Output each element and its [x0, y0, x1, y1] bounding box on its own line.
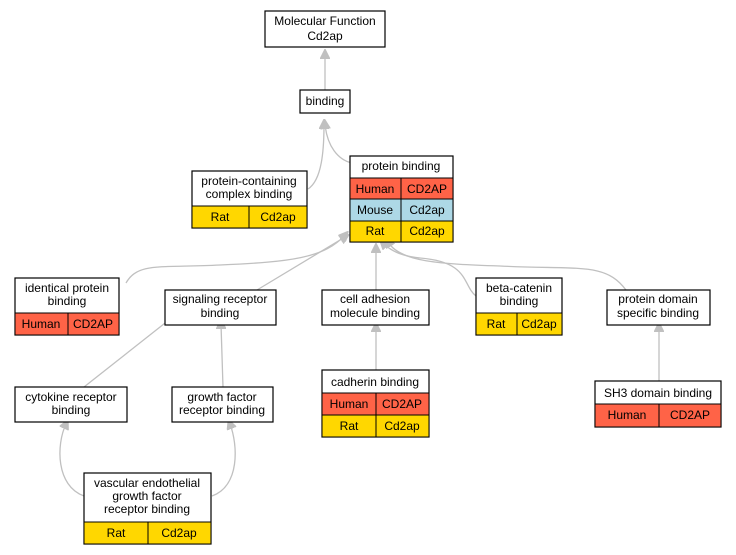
edge-vegf-to-gfrb — [211, 424, 235, 497]
node-cadherin-binding[interactable]: cadherin binding Human CD2AP Rat Cd2ap — [321, 369, 430, 438]
gene-cell — [516, 312, 563, 336]
edges — [59, 54, 659, 497]
node-identical-protein-binding[interactable]: identical protein binding Human CD2AP — [14, 277, 120, 336]
node-label-line: Molecular Function — [274, 14, 375, 28]
node-label-line: protein domain — [618, 292, 697, 306]
node-label-line: protein binding — [362, 159, 441, 173]
gene-cell — [658, 403, 722, 428]
edge-gfrb-to-srb — [221, 324, 223, 388]
node-label-line: SH3 domain binding — [604, 386, 712, 400]
node-cell-adhesion-molecule-binding[interactable]: cell adhesion molecule binding — [321, 289, 430, 326]
gene-cell — [67, 312, 120, 336]
species-label: Human — [608, 408, 647, 422]
gene-label: Cd2ap — [161, 526, 197, 540]
species-label: Rat — [211, 210, 230, 224]
node-protein-containing-complex-binding[interactable]: protein-containing complex binding Rat C… — [191, 170, 308, 229]
edge-ipb-to-pb — [125, 235, 345, 284]
node-molecular-function[interactable]: Molecular Function Cd2ap — [264, 10, 386, 48]
species-label: Human — [356, 182, 395, 196]
node-label-line: receptor binding — [104, 502, 190, 516]
edge-vegf-to-crb — [59, 424, 85, 497]
node-label-line: signaling receptor — [173, 292, 268, 306]
gene-label: Cd2ap — [409, 224, 445, 238]
gene-label: CD2AP — [407, 182, 447, 196]
node-label-line: Cd2ap — [307, 29, 343, 43]
node-label-line: binding — [201, 306, 240, 320]
node-label-line: specific binding — [617, 306, 699, 320]
species-label: Mouse — [357, 203, 393, 217]
gene-label: Cd2ap — [521, 317, 557, 331]
gene-cell — [248, 205, 308, 229]
gene-label: CD2AP — [382, 397, 422, 411]
node-label-line: binding — [52, 403, 91, 417]
node-label-line: beta-catenin — [486, 281, 552, 295]
node-label-line: vascular endothelial — [94, 476, 200, 490]
node-label-line: identical protein — [25, 281, 109, 295]
species-label: Human — [330, 397, 369, 411]
node-signaling-receptor-binding[interactable]: signaling receptor binding — [164, 289, 277, 326]
node-label-line: molecule binding — [330, 306, 420, 320]
node-label-line: protein-containing — [201, 174, 296, 188]
edge-pdsb-to-pb — [388, 242, 627, 291]
node-label-line: binding — [306, 94, 345, 108]
edge-pb-to-binding — [325, 124, 353, 164]
node-cytokine-receptor-binding[interactable]: cytokine receptor binding — [14, 386, 128, 423]
node-label-line: cytokine receptor — [25, 390, 116, 404]
node-protein-binding[interactable]: protein binding Human CD2AP Mouse Cd2ap … — [349, 155, 454, 243]
species-label: Rat — [107, 526, 126, 540]
gene-cell — [147, 521, 212, 545]
node-label-line: growth factor — [187, 390, 256, 404]
node-label-line: growth factor — [112, 489, 181, 503]
node-label-line: binding — [48, 294, 87, 308]
node-label-line: receptor binding — [179, 403, 265, 417]
gene-label: CD2AP — [670, 408, 710, 422]
gene-label: Cd2ap — [409, 203, 445, 217]
gene-label: Cd2ap — [260, 210, 296, 224]
edge-srb-to-pb — [256, 237, 345, 291]
species-label: Human — [22, 317, 61, 331]
node-label-line: cadherin binding — [331, 375, 419, 389]
node-protein-domain-specific-binding[interactable]: protein domain specific binding — [606, 289, 711, 326]
node-growth-factor-receptor-binding[interactable]: growth factor receptor binding — [171, 386, 274, 423]
node-vegf-receptor-binding[interactable]: vascular endothelial growth factor recep… — [83, 472, 212, 545]
species-label: Rat — [366, 224, 385, 238]
gene-cell — [375, 414, 430, 438]
node-label-line: complex binding — [206, 187, 293, 201]
species-label: Rat — [340, 419, 359, 433]
node-binding[interactable]: binding — [299, 89, 351, 114]
edge-pccb-to-binding — [307, 124, 324, 190]
edge-bcb-to-pb — [383, 243, 477, 297]
node-label-line: binding — [500, 294, 539, 308]
node-label-line: cell adhesion — [340, 292, 410, 306]
gene-label: Cd2ap — [384, 419, 420, 433]
gene-cell — [400, 220, 454, 243]
node-beta-catenin-binding[interactable]: beta-catenin binding Rat Cd2ap — [475, 277, 563, 336]
node-sh3-domain-binding[interactable]: SH3 domain binding Human CD2AP — [594, 380, 722, 428]
gene-label: CD2AP — [73, 317, 113, 331]
species-label: Rat — [487, 317, 506, 331]
